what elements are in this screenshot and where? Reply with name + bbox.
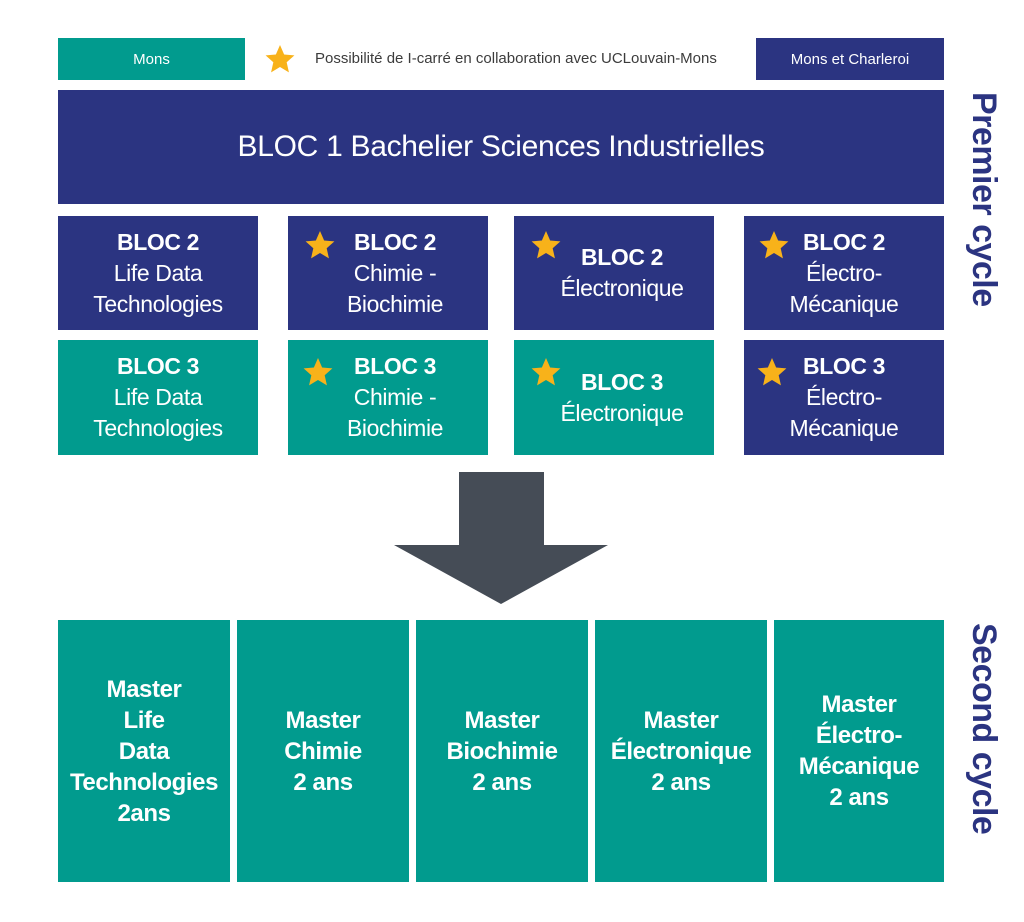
bloc2-card-electronique: BLOC 2 Électronique <box>514 216 714 330</box>
master-line: Master <box>464 706 540 734</box>
card-line: Chimie - <box>353 384 437 410</box>
side-label-second-cycle: Second cycle <box>965 623 1003 835</box>
card-line: Électro- <box>805 384 883 410</box>
card-line: Mécanique <box>789 415 899 441</box>
master-line: Électro- <box>815 722 903 749</box>
star-icon <box>305 231 335 259</box>
master-line: Mécanique <box>798 753 920 780</box>
card-line: Life Data <box>113 384 203 410</box>
master-life-data: Master Life Data Technologies 2ans <box>58 620 230 882</box>
master-line: Master <box>285 706 361 734</box>
master-electro-mecanique: Master Électro- Mécanique 2 ans <box>774 620 944 882</box>
card-line: Biochimie <box>346 415 444 441</box>
bloc3-card-electronique: BLOC 3 Électronique <box>514 340 714 455</box>
legend-mons: Mons <box>58 38 245 80</box>
master-line: Électronique <box>610 737 752 765</box>
master-line: Chimie <box>284 737 362 765</box>
card-line: Électronique <box>560 275 684 301</box>
bloc3-card-chimie: BLOC 3 Chimie - Biochimie <box>288 340 488 455</box>
card-line: Technologies <box>93 415 223 441</box>
master-line: Master <box>106 675 182 703</box>
legend-mons-charleroi: Mons et Charleroi <box>756 38 944 80</box>
legend-mons-charleroi-label: Mons et Charleroi <box>790 50 910 68</box>
bloc2-card-chimie: BLOC 2 Chimie - Biochimie <box>288 216 488 330</box>
legend-star-note: Possibilité de I-carré en collaboration … <box>315 50 717 67</box>
card-title: BLOC 3 <box>803 353 885 379</box>
master-line: 2ans <box>117 799 171 827</box>
master-line: Life <box>123 706 165 734</box>
master-line: Master <box>643 706 719 734</box>
master-line: Master <box>821 691 897 718</box>
star-icon <box>531 231 561 259</box>
bloc1-banner: BLOC 1 Bachelier Sciences Industrielles <box>58 90 944 204</box>
master-line: Biochimie <box>446 737 558 765</box>
card-title: BLOC 3 <box>117 353 199 379</box>
card-title: BLOC 2 <box>581 244 663 270</box>
card-line: Électronique <box>560 399 684 426</box>
star-icon <box>531 358 561 386</box>
master-line: 2 ans <box>472 768 532 796</box>
card-title: BLOC 2 <box>117 228 199 255</box>
card-title: BLOC 3 <box>581 368 663 395</box>
card-title: BLOC 2 <box>803 228 885 255</box>
master-line: Technologies <box>69 768 219 796</box>
legend-star-icon <box>265 45 295 73</box>
star-icon <box>303 358 333 386</box>
card-title: BLOC 3 <box>354 353 436 379</box>
master-line: 2 ans <box>293 768 353 796</box>
bloc1-label: BLOC 1 Bachelier Sciences Industrielles <box>237 130 765 163</box>
card-line: Life Data <box>113 259 203 286</box>
bloc2-card-electro-mecanique: BLOC 2 Électro- Mécanique <box>744 216 944 330</box>
star-icon <box>759 231 789 259</box>
master-line: 2 ans <box>829 784 889 811</box>
card-title: BLOC 2 <box>354 228 436 255</box>
side-label-premier-cycle: Premier cycle <box>965 92 1003 307</box>
master-biochimie: Master Biochimie 2 ans <box>416 620 588 882</box>
master-electronique: Master Électronique 2 ans <box>595 620 767 882</box>
card-line: Chimie - <box>353 259 437 286</box>
card-line: Biochimie <box>346 290 444 317</box>
master-chimie: Master Chimie 2 ans <box>237 620 409 882</box>
star-icon <box>757 358 787 386</box>
master-line: Data <box>118 737 170 765</box>
master-line: 2 ans <box>651 768 711 796</box>
card-line: Technologies <box>93 290 223 317</box>
legend-mons-label: Mons <box>133 50 170 68</box>
card-line: Mécanique <box>789 290 899 317</box>
card-line: Électro- <box>805 259 883 286</box>
bloc3-card-electro-mecanique: BLOC 3 Électro- Mécanique <box>744 340 944 455</box>
